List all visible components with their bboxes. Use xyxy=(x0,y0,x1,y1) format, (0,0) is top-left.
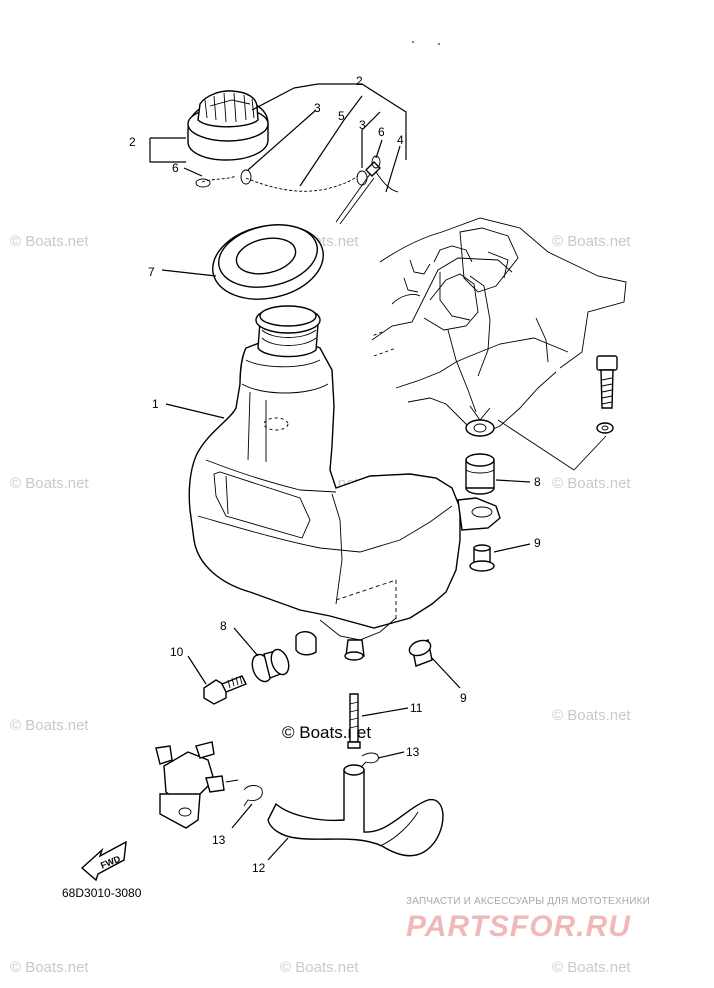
callout-4: 4 xyxy=(397,133,404,147)
watermark: © Boats.net xyxy=(552,959,631,976)
cap-chain-illustration xyxy=(195,155,399,225)
callout-12: 12 xyxy=(252,861,266,875)
callout-10: 10 xyxy=(170,645,184,659)
callout-6-right: 6 xyxy=(378,125,385,139)
callout-2-left: 2 xyxy=(129,135,136,149)
callout-9-bottom: 9 xyxy=(460,691,467,705)
grommet-left-illustration xyxy=(251,648,290,683)
callout-8-left: 8 xyxy=(220,619,227,633)
fuel-cock-illustration xyxy=(155,741,239,829)
collar-bottom-illustration xyxy=(408,639,433,667)
collar-right-illustration xyxy=(469,544,495,572)
watermark: © Boats.net xyxy=(552,475,631,492)
watermark: © Boats.net xyxy=(280,959,359,976)
engine-bracket-illustration xyxy=(371,217,627,437)
watermark-center: © Boats.net xyxy=(282,723,371,742)
watermark: © Boats.net xyxy=(10,717,89,734)
watermark: © Boats.net xyxy=(552,233,631,250)
callout-labels: 2 3 5 3 6 4 2 6 7 1 8 9 8 10 9 11 13 13 … xyxy=(129,74,541,875)
hose-clip-right-illustration xyxy=(359,752,379,769)
watermarks: © Boats.net © Boats.net © Boats.net © Bo… xyxy=(10,233,631,976)
callout-13-left: 13 xyxy=(212,833,226,847)
watermark: © Boats.net xyxy=(10,959,89,976)
callout-2-top: 2 xyxy=(356,74,363,88)
fuel-tank-illustration xyxy=(188,305,501,661)
brand-logo: ЗАПЧАСТИ И АКСЕССУАРЫ ДЛЯ МОТОТЕХНИКИ PA… xyxy=(406,896,650,943)
watermark: © Boats.net xyxy=(10,475,89,492)
callout-8-right: 8 xyxy=(534,475,541,489)
brand-tagline: ЗАПЧАСТИ И АКСЕССУАРЫ ДЛЯ МОТОТЕХНИКИ xyxy=(406,896,650,907)
callout-11: 11 xyxy=(410,701,423,715)
leader-lines xyxy=(149,83,607,861)
gasket-illustration xyxy=(212,224,324,300)
watermark: © Boats.net xyxy=(10,233,89,250)
diagram-code: 68D3010-3080 xyxy=(62,886,142,900)
fwd-arrow-icon: FWD xyxy=(80,840,127,882)
callout-7: 7 xyxy=(148,265,155,279)
hose-clip-left-illustration xyxy=(243,785,263,807)
fuel-cap-illustration xyxy=(187,90,269,161)
bracket-bolt-illustration xyxy=(596,355,618,434)
callout-9-right: 9 xyxy=(534,536,541,550)
callout-13-right: 13 xyxy=(406,745,420,759)
callout-5: 5 xyxy=(338,109,345,123)
callout-6-left: 6 xyxy=(172,161,179,175)
bolt-illustration xyxy=(203,675,247,705)
fuel-hose-illustration xyxy=(267,764,444,857)
callout-3-left: 3 xyxy=(314,101,321,115)
brand-name: PARTSFOR.RU xyxy=(406,910,631,943)
hose-joint-illustration xyxy=(347,693,361,749)
callout-3-right: 3 xyxy=(359,118,366,132)
grommet-right-illustration xyxy=(465,453,495,495)
watermark: © Boats.net xyxy=(552,707,631,724)
callout-1: 1 xyxy=(152,397,159,411)
